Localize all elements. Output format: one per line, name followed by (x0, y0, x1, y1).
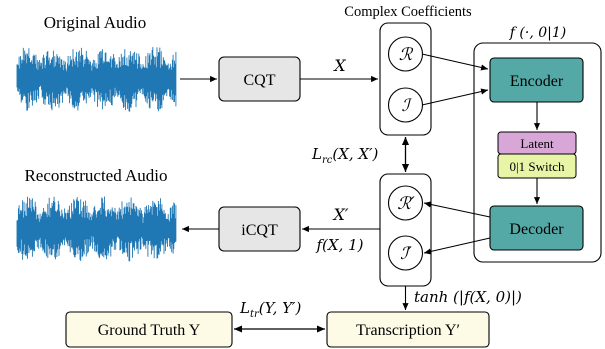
transcription-block (326, 311, 490, 348)
reconstruction-loss-label: Lrc(X, X′) (311, 145, 379, 166)
complex-coefficients-label: Complex Coefficients (344, 4, 472, 20)
real-prime-label: ℛ′ (397, 194, 415, 214)
original-audio-label: Original Audio (44, 13, 146, 32)
transcription-loss-label: Ltr(Y, Y′) (239, 299, 301, 320)
arrow-real-to-encoder (421, 53, 489, 71)
arrow-imag-to-encoder (421, 88, 489, 106)
x-label: X (332, 56, 346, 75)
imag-prime-circle (387, 235, 424, 271)
original-waveform (16, 47, 177, 112)
icqt-label: iCQT (241, 222, 278, 239)
encoder-label: Encoder (510, 73, 564, 90)
switch-label: 0|1 Switch (510, 159, 565, 174)
real-prime-circle (387, 185, 424, 221)
decoder-label: Decoder (509, 221, 564, 238)
imag-prime-label: ℐ′ (400, 244, 412, 264)
real-label: ℛ (399, 45, 414, 65)
cqt-label: CQT (244, 72, 276, 89)
arrow-decoder-to-real-prime (423, 201, 491, 218)
imag-label: ℐ (402, 96, 413, 116)
ground-truth-label: Ground Truth Y (98, 322, 201, 339)
reconstructed-audio-label: Reconstructed Audio (24, 166, 167, 185)
transcription-label: Transcription Y′ (356, 322, 460, 339)
tanh-label: tanh (|f(X, 0)|) (414, 288, 522, 306)
arrow-decoder-to-imag-prime (423, 237, 491, 255)
latent-label: Latent (520, 136, 554, 151)
x-prime-label: X′ (331, 205, 348, 224)
reconstructed-waveform (16, 196, 177, 262)
f-x1-label: f(X, 1) (315, 236, 363, 254)
ground-truth-block (65, 311, 233, 348)
decoder-block (489, 205, 584, 251)
model-title: f (·, 0|1) (509, 25, 566, 41)
